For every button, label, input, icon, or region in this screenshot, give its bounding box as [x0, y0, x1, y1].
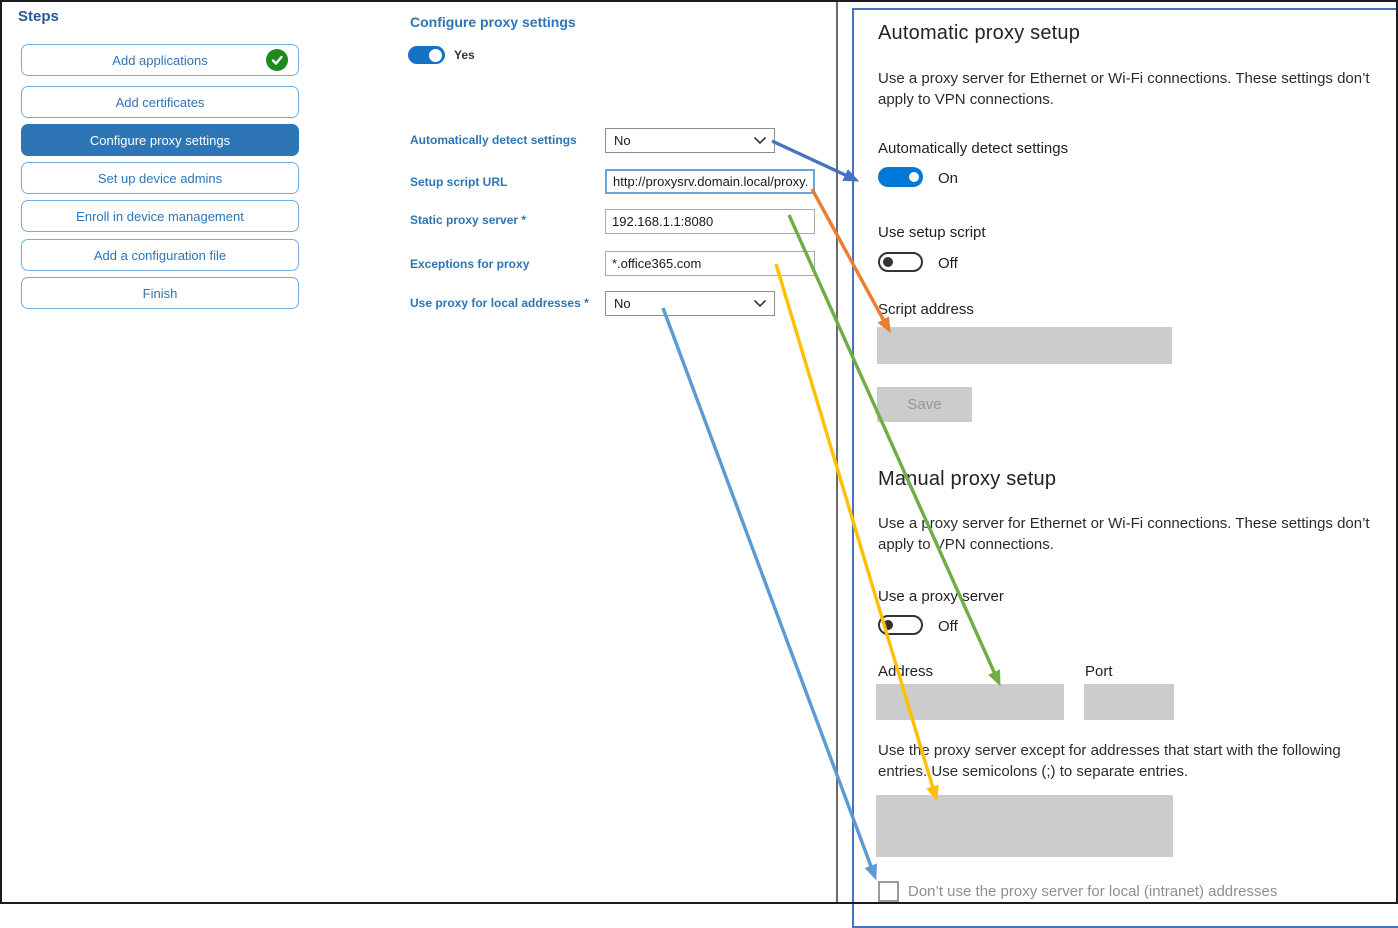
proxy-exceptions-textarea[interactable]: [876, 795, 1173, 857]
chevron-down-icon: [754, 136, 766, 145]
save-button[interactable]: Save: [877, 387, 972, 422]
use-proxy-local-addresses-dropdown[interactable]: No: [605, 291, 775, 316]
step-label: Add a configuration file: [93, 247, 227, 263]
script-address-input[interactable]: [877, 327, 1172, 364]
step-finish[interactable]: Finish: [21, 277, 299, 309]
auto-detect-settings-label: Automatically detect settings: [878, 140, 1069, 157]
use-proxy-server-state: Off: [938, 618, 958, 635]
step-label: Enroll in device management: [76, 208, 244, 224]
step-add-configuration-file[interactable]: Add a configuration file: [21, 239, 299, 271]
toggle-knob: [883, 620, 893, 630]
chevron-down-icon: [754, 299, 766, 308]
manual-proxy-description: Use a proxy server for Ethernet or Wi-Fi…: [878, 515, 1370, 553]
label-setup-script-url: Setup script URL: [410, 175, 508, 189]
step-set-up-device-admins[interactable]: Set up device admins: [21, 162, 299, 194]
step-label: Add applications: [112, 52, 208, 68]
label-exceptions-for-proxy: Exceptions for proxy: [410, 257, 530, 271]
toggle-knob: [429, 48, 442, 62]
automatically-detect-settings-dropdown[interactable]: No: [605, 128, 775, 153]
panel-divider: [836, 2, 838, 904]
auto-detect-settings-toggle[interactable]: [878, 167, 923, 187]
step-label: Finish: [142, 285, 178, 301]
step-add-certificates[interactable]: Add certificates: [21, 86, 299, 118]
label-automatically-detect-settings: Automatically detect settings: [410, 133, 577, 147]
use-setup-script-label: Use setup script: [878, 224, 986, 241]
address-label: Address: [878, 663, 934, 680]
proxy-exceptions-description: Use the proxy server except for addresse…: [878, 742, 1341, 780]
manual-proxy-setup-heading: Manual proxy setup: [878, 468, 1057, 490]
static-proxy-server-input[interactable]: [605, 209, 815, 234]
address-input[interactable]: [876, 684, 1064, 720]
use-setup-script-state: Off: [938, 255, 958, 272]
local-addresses-checkbox-label: Don’t use the proxy server for local (in…: [908, 883, 1278, 900]
step-enroll-device-management[interactable]: Enroll in device management: [21, 200, 299, 232]
toggle-knob: [883, 257, 893, 267]
step-label: Set up device admins: [97, 170, 223, 186]
setup-script-url-input[interactable]: [605, 169, 815, 194]
form-title: Configure proxy settings: [410, 14, 576, 30]
configure-proxy-toggle[interactable]: [408, 46, 445, 64]
port-label: Port: [1085, 663, 1113, 680]
local-address-arrow: [661, 307, 877, 881]
use-setup-script-toggle[interactable]: [878, 252, 923, 272]
steps-title: Steps: [18, 8, 59, 25]
use-proxy-server-toggle[interactable]: [878, 615, 923, 635]
step-label: Add certificates: [115, 94, 205, 110]
step-configure-proxy-settings[interactable]: Configure proxy settings: [21, 124, 299, 156]
exceptions-for-proxy-input[interactable]: [605, 251, 815, 276]
dropdown-value: No: [614, 133, 631, 148]
step-add-applications[interactable]: Add applications: [21, 44, 299, 76]
step-label: Configure proxy settings: [89, 132, 231, 148]
label-use-proxy-local-addresses: Use proxy for local addresses *: [410, 296, 589, 310]
completed-check-icon: [266, 49, 288, 71]
toggle-knob: [909, 172, 919, 182]
configure-proxy-toggle-state: Yes: [454, 48, 475, 62]
automatic-proxy-description: Use a proxy server for Ethernet or Wi-Fi…: [878, 70, 1370, 108]
port-input[interactable]: [1084, 684, 1174, 720]
label-static-proxy-server: Static proxy server *: [410, 213, 527, 227]
dropdown-value: No: [614, 296, 631, 311]
script-address-label: Script address: [878, 301, 974, 318]
local-addresses-checkbox[interactable]: [878, 881, 899, 902]
auto-detect-settings-state: On: [938, 170, 959, 187]
use-proxy-server-label: Use a proxy server: [878, 588, 1004, 605]
automatic-proxy-setup-heading: Automatic proxy setup: [878, 22, 1081, 44]
